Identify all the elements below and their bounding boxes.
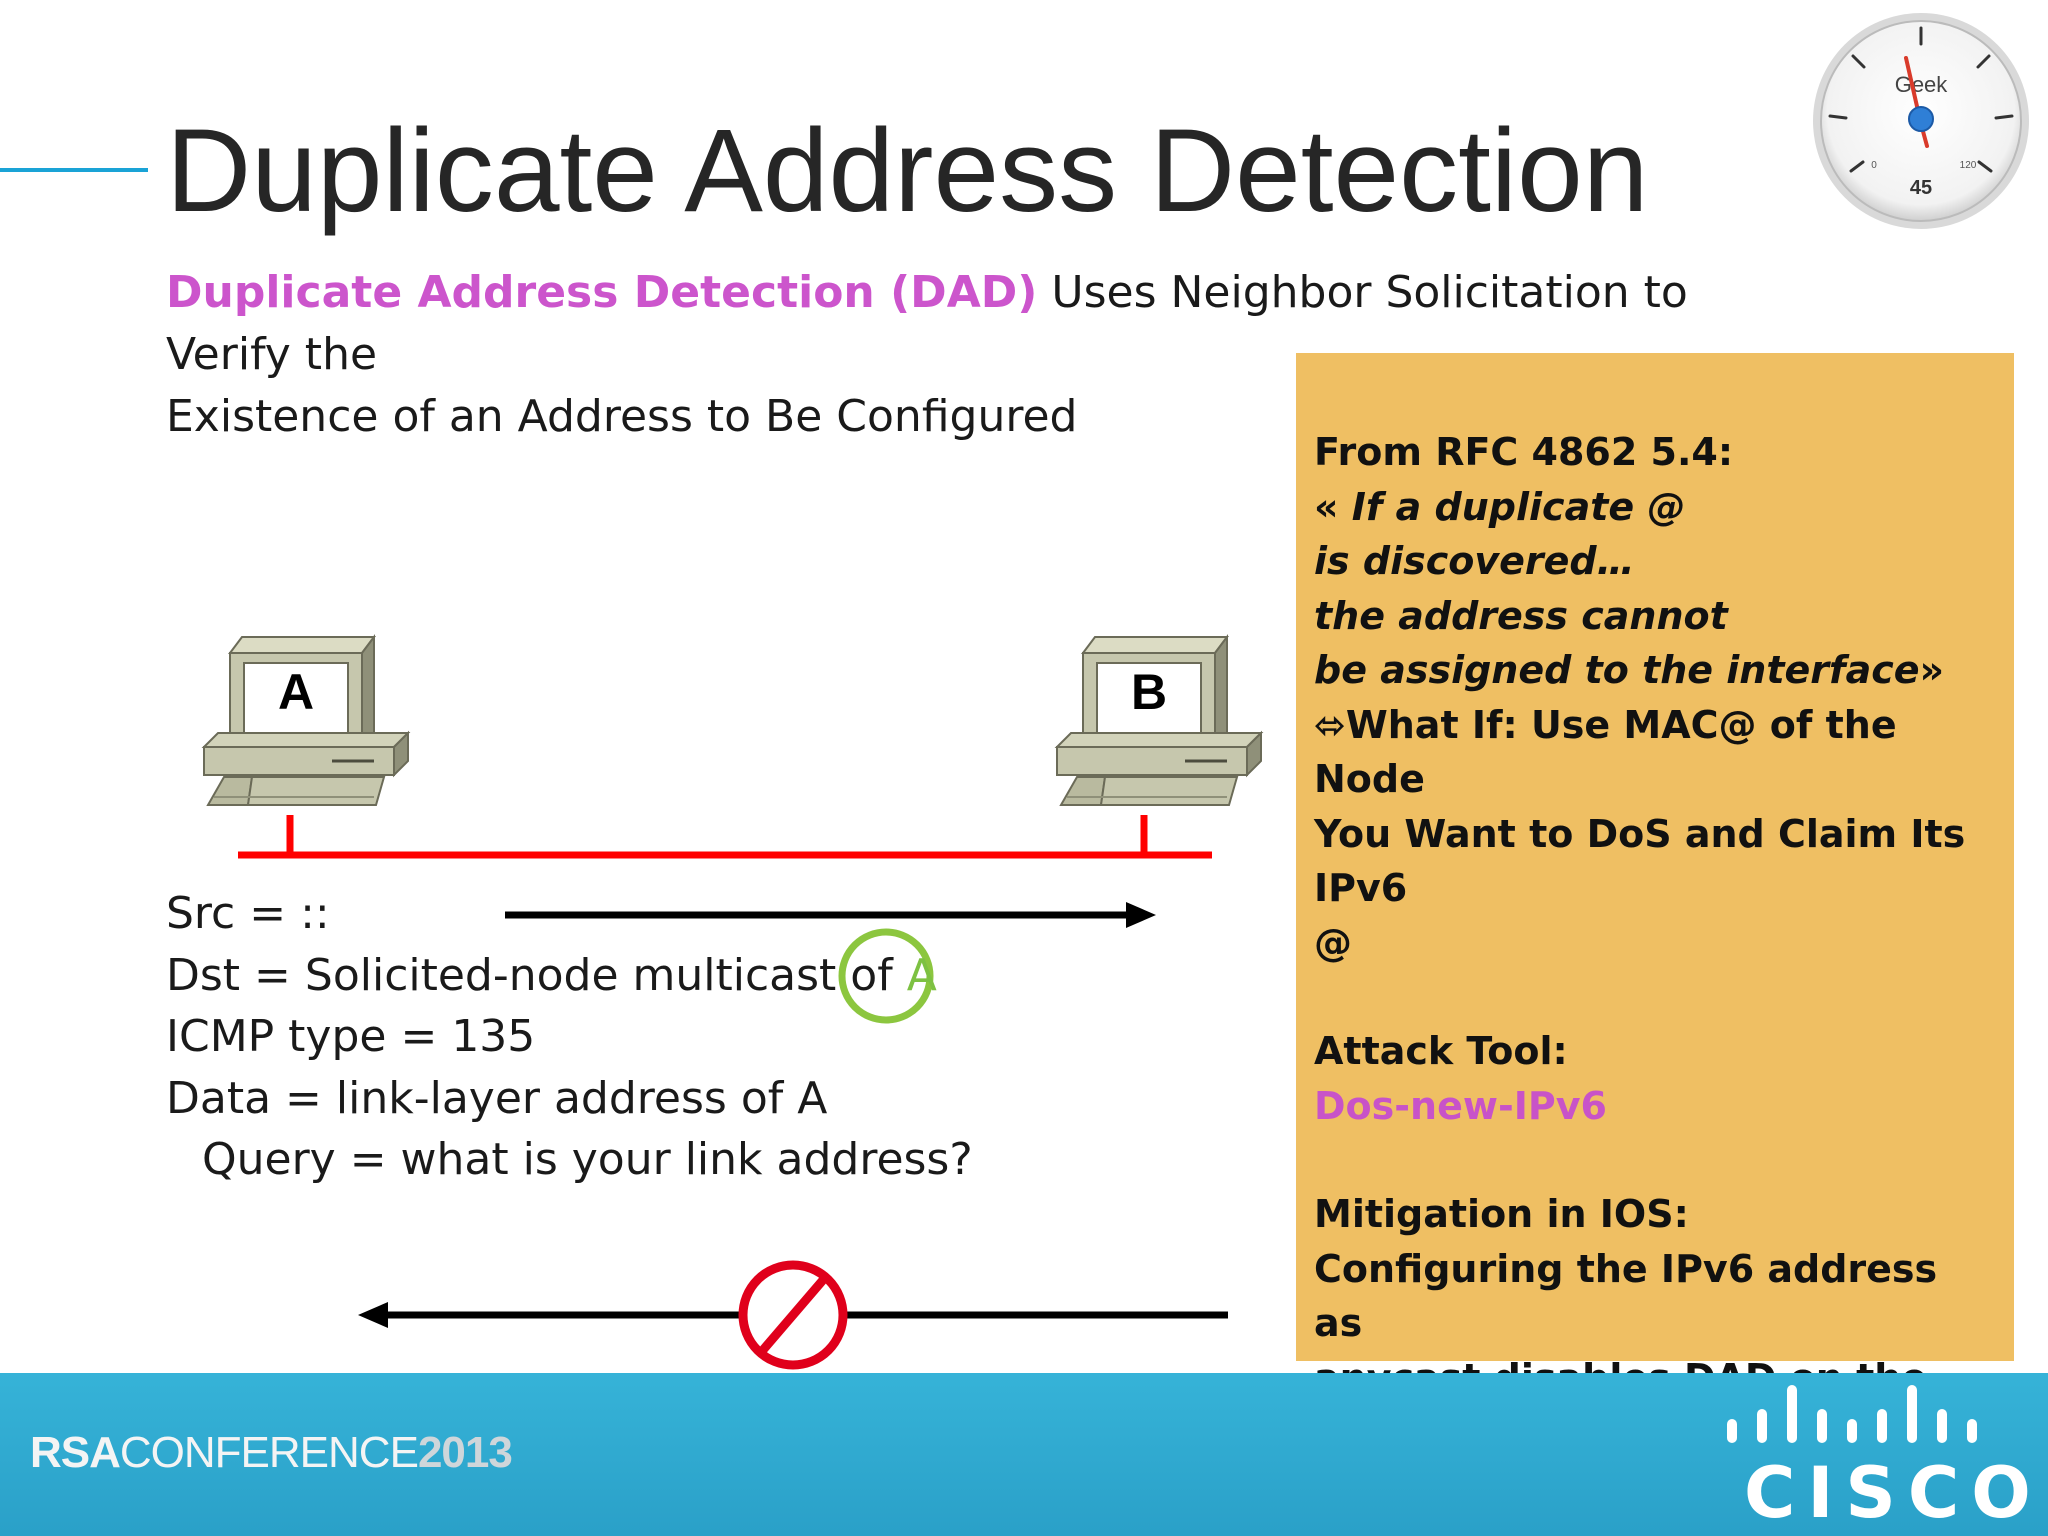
gauge-hub [1908,106,1934,132]
cisco-wordmark: CISCO [1744,1452,2043,1534]
whatif-line-1: ⬄What If: Use MAC@ of the Node [1314,698,1996,807]
rsa-conference-logo: RSACONFERENCE2013 [30,1428,513,1478]
mitigation-heading: Mitigation in IOS: [1314,1192,1689,1236]
quote-open-mark: « [1314,484,1352,529]
blocked-icon [738,1260,848,1370]
whatif-line-1-text: What If: Use MAC@ of the Node [1314,702,1897,802]
gauge-value: 45 [1910,177,1932,199]
subtitle-line1: Uses Neighbor Solicitation to Verify the [166,267,1688,380]
ns-request-arrow [505,902,1156,928]
rsa-logo-year: 2013 [417,1428,513,1477]
title-accent-line [0,168,148,172]
neighbor-solicitation-fields: Src = :: Dst = Solicited-node multicast … [166,883,1066,1191]
quote-line-4: be assigned to the interface» [1314,643,1996,698]
quote-line-1: « If a duplicate @ [1314,480,1996,535]
ns-dst-circled-a: A [906,949,937,1001]
cisco-bars-icon [1727,1385,1977,1443]
quote-line-4-text: be assigned to the interface [1314,648,1920,692]
rsa-logo-conference: CONFERENCE [119,1428,419,1477]
ns-data: Data = link-layer address of A [166,1072,828,1124]
host-b-label: B [1131,664,1167,720]
geek-gauge-icon: Geek 0 120 45 [1813,13,2029,229]
ns-dst: Dst = Solicited-node multicast of A [166,945,1066,1007]
rfc-heading: From RFC 4862 5.4: [1314,430,1734,474]
gauge-tick-min: 0 [1871,160,1877,171]
rsa-logo-rsa: RSA [30,1428,121,1477]
slide-subtitle: Duplicate Address Detection (DAD) Uses N… [166,262,1806,448]
ns-icmp: ICMP type = 135 [166,1011,536,1062]
gauge-tick-max: 120 [1960,160,1977,171]
mitigation-line-1: Configuring the IPv6 address as [1314,1246,1938,1346]
attack-tool-name: Dos-new-IPv6 [1314,1083,1607,1128]
footer-bar [0,1373,2048,1536]
whatif-line-2: You Want to DoS and Claim Its IPv6 [1314,811,1966,911]
ns-query: Query = what is your link address? [202,1134,973,1185]
dst-highlight-circle [838,928,934,1024]
attack-tool-heading: Attack Tool: [1314,1029,1568,1073]
quote-close-mark: » [1919,648,1945,692]
slide-title: Duplicate Address Detection [166,105,1649,237]
rfc-info-box: From RFC 4862 5.4: « If a duplicate @ is… [1296,353,2014,1454]
quote-line-1-text: If a duplicate @ [1351,484,1686,529]
link-segment [238,815,1212,859]
whatif-line-3: @ [1314,920,1352,965]
quote-line-3: the address cannot [1314,593,1728,638]
double-arrow-icon: ⬄ [1314,702,1346,747]
host-b-computer-icon: B [1055,635,1263,807]
quote-line-2: is discovered… [1314,539,1635,583]
subtitle-line2: Existence of an Address to Be Configured [166,391,1078,442]
host-a-computer-icon: A [202,635,410,807]
gauge-brand: Geek [1895,72,1949,97]
ns-dst-prefix: Dst = Solicited-node multicast of [166,949,907,1001]
subtitle-highlight: Duplicate Address Detection (DAD) [166,267,1038,318]
ns-src: Src = :: [166,888,330,939]
host-a-label: A [278,664,314,720]
dad-network-diagram: A B [202,635,1263,1370]
